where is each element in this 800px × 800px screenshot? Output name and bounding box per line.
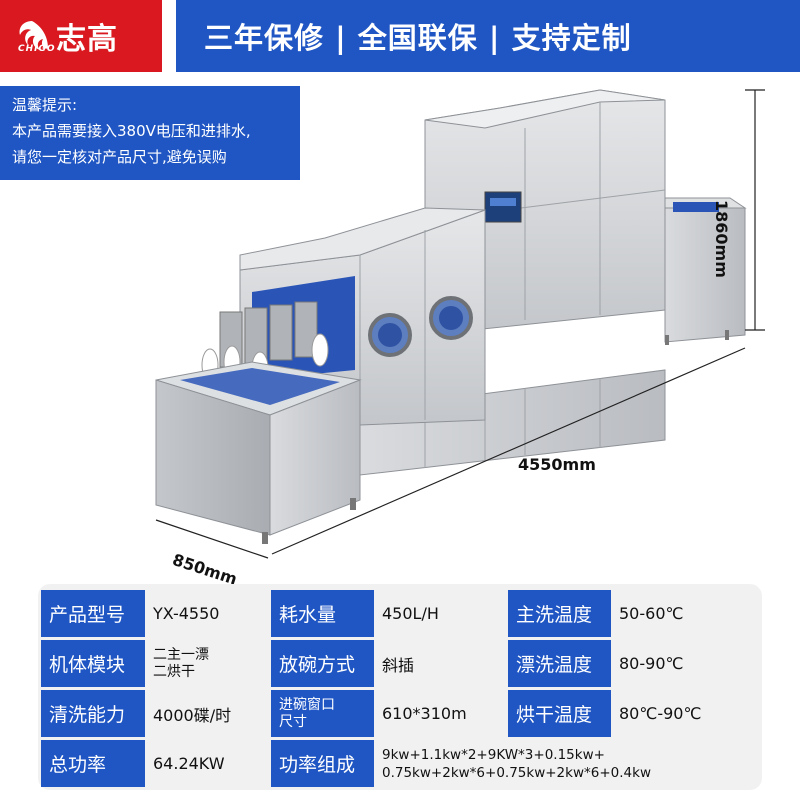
spec-value-window-size: 610*310m (382, 704, 467, 723)
spec-value-wash-temp: 50-60℃ (619, 604, 684, 623)
dishwasher-drawing (155, 89, 747, 544)
notice-title: 温馨提示: (12, 96, 78, 114)
guarantee-banner: 三年保修 | 全国联保 | 支持定制 (176, 0, 800, 72)
spec-label-dry-temp: 烘干温度 (508, 690, 611, 737)
brand-logo: 志高 CHIGO (0, 0, 162, 72)
notice-line-1: 本产品需要接入380V电压和进排水, (12, 122, 251, 140)
spec-row: 总功率 64.24KW 功率组成 9kw+1.1kw*2+9KW*3+0.15k… (38, 740, 762, 787)
spec-value-placement: 斜插 (382, 655, 415, 675)
spec-label-placement: 放碗方式 (271, 640, 374, 687)
brand-subname: CHIGO (18, 44, 56, 54)
spec-label-power-breakdown: 功率组成 (271, 740, 374, 787)
notice-box: 温馨提示: 本产品需要接入380V电压和进排水, 请您一定核对产品尺寸,避免误购 (0, 86, 300, 180)
spec-value-water: 450L/H (382, 604, 439, 623)
spec-label-modules: 机体模块 (41, 640, 145, 687)
spec-row: 产品型号 YX-4550 耗水量 450L/H 主洗温度 50-60℃ (38, 590, 762, 637)
dishwasher-illustration (140, 80, 800, 580)
spec-label-rinse-temp: 漂洗温度 (508, 640, 611, 687)
spec-value-total-power: 64.24KW (153, 754, 225, 773)
spec-value-power-breakdown: 9kw+1.1kw*2+9KW*3+0.15kw+ 0.75kw+2kw*6+0… (374, 740, 759, 787)
spec-row: 机体模块 二主一漂 二烘干 放碗方式 斜插 漂洗温度 80-90℃ (38, 640, 762, 687)
spec-value-capacity: 4000碟/时 (153, 705, 232, 725)
power-breakdown-line-2: 0.75kw+2kw*6+0.75kw+2kw*6+0.4kw (382, 765, 651, 781)
length-dimension: 4550mm (518, 455, 596, 474)
spec-label-capacity: 清洗能力 (41, 690, 145, 737)
height-dimension: 1860mm (712, 200, 731, 278)
spec-row: 清洗能力 4000碟/时 进碗窗口 尺寸 610*310m 烘干温度 80℃-9… (38, 690, 762, 737)
brand-name: 志高 (56, 22, 118, 57)
spec-value-model: YX-4550 (153, 604, 220, 623)
header: 志高 CHIGO 三年保修 | 全国联保 | 支持定制 (0, 0, 800, 72)
dimension-guides (155, 89, 765, 559)
spec-value-dry-temp: 80℃-90℃ (619, 704, 702, 723)
spec-value-rinse-temp: 80-90℃ (619, 654, 684, 673)
spec-label-model: 产品型号 (41, 590, 145, 637)
power-breakdown-line-1: 9kw+1.1kw*2+9KW*3+0.15kw+ (382, 747, 605, 763)
spec-table: 产品型号 YX-4550 耗水量 450L/H 主洗温度 50-60℃ 机体模块… (38, 584, 762, 790)
spec-value-modules: 二主一漂 二烘干 (153, 646, 209, 680)
brand-emblem-icon (14, 18, 50, 54)
notice-line-2: 请您一定核对产品尺寸,避免误购 (12, 148, 227, 166)
spec-label-wash-temp: 主洗温度 (508, 590, 611, 637)
guarantee-text: 三年保修 | 全国联保 | 支持定制 (204, 21, 632, 55)
spec-label-total-power: 总功率 (41, 740, 145, 787)
spec-label-window-size: 进碗窗口 尺寸 (271, 690, 374, 737)
spec-label-water: 耗水量 (271, 590, 374, 637)
